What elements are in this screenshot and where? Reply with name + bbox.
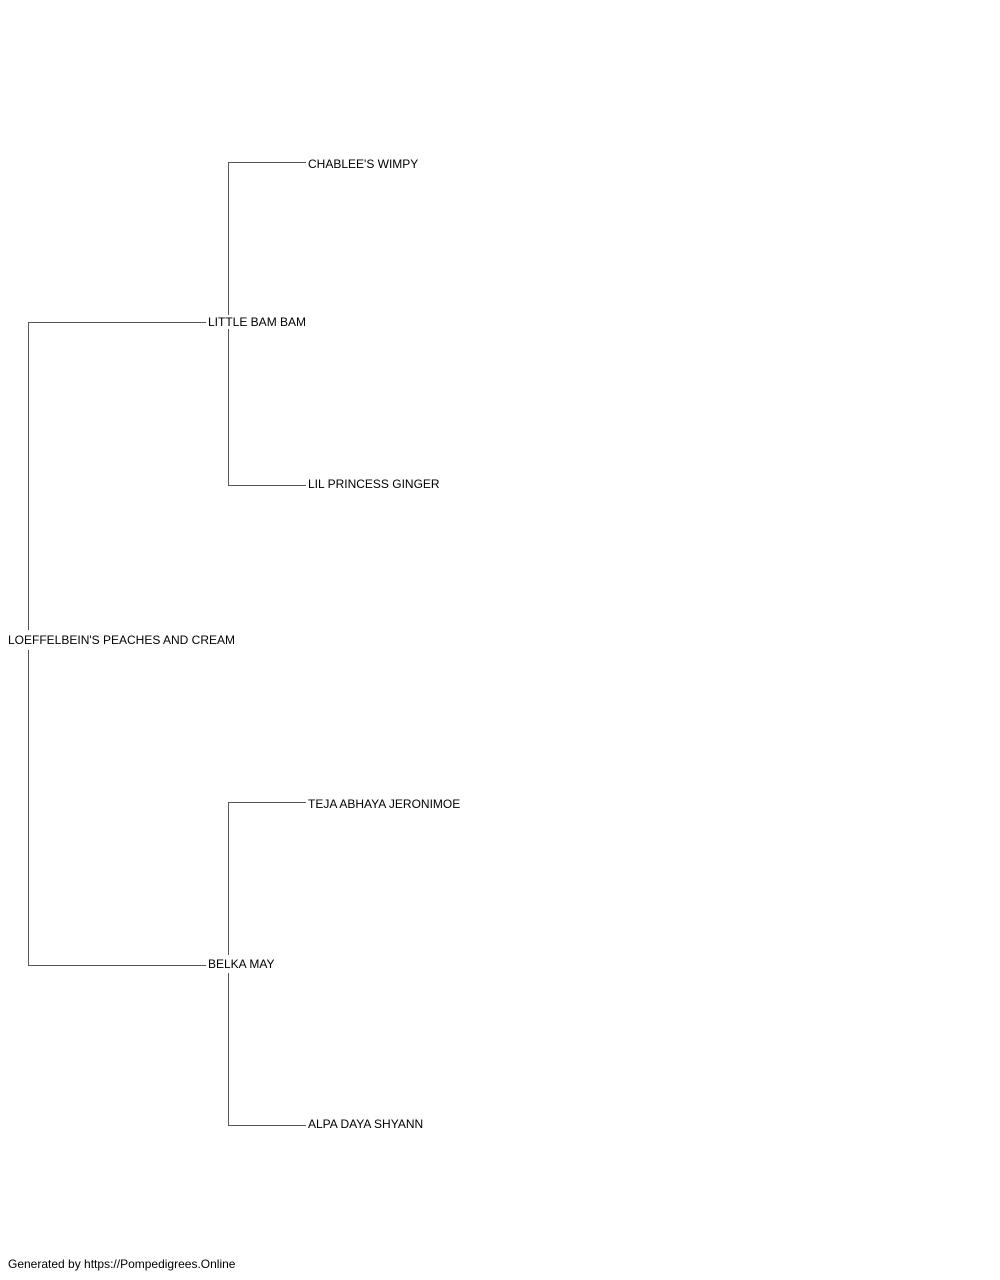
dam-sire-name: TEJA ABHAYA JERONIMOE: [308, 797, 461, 811]
connector-to-dam-sire: [228, 802, 306, 803]
sire-sire-name: CHABLEE'S WIMPY: [308, 157, 419, 171]
dam-name: BELKA MAY: [208, 955, 275, 973]
connector-to-sire-sire: [228, 162, 306, 163]
connector-to-dam: [28, 965, 206, 966]
sire-name: LITTLE BAM BAM: [208, 315, 307, 329]
dam-dam-name: ALPA DAYA SHYANN: [308, 1117, 424, 1131]
sire-dam-name: LIL PRINCESS GINGER: [308, 477, 440, 491]
connector-to-sire-dam: [228, 485, 306, 486]
connector-to-sire: [28, 322, 206, 323]
footer-credit: Generated by https://Pompedigrees.Online: [8, 1257, 236, 1271]
connector-to-dam-dam: [228, 1125, 306, 1126]
subject-name: LOEFFELBEIN'S PEACHES AND CREAM: [8, 630, 236, 650]
